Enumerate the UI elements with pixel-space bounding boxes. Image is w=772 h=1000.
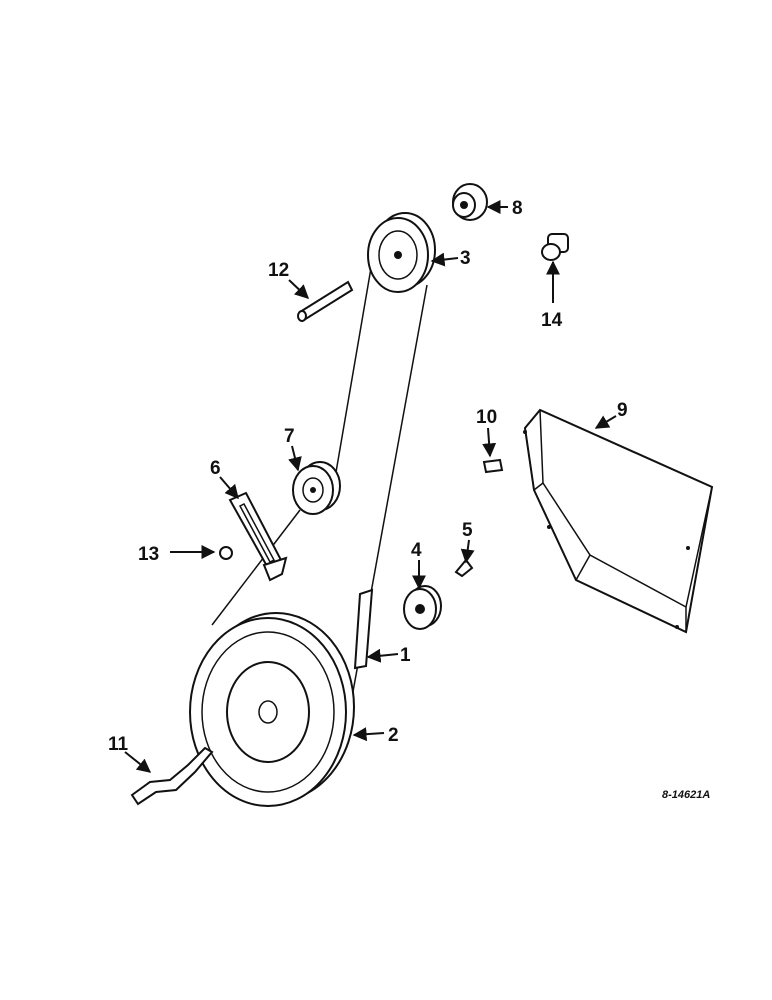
callout-5: 5 xyxy=(462,520,473,541)
part-12-shaft xyxy=(297,280,354,322)
part-9-guard xyxy=(523,408,714,634)
callout-2: 2 xyxy=(388,725,399,746)
callout-7: 7 xyxy=(284,426,295,447)
part-11-handle xyxy=(130,746,214,806)
part-10-clip xyxy=(482,458,504,474)
part-13-bolt xyxy=(219,546,233,560)
callout-4: 4 xyxy=(411,540,422,561)
callout-leaders xyxy=(124,200,617,773)
callout-9: 9 xyxy=(617,400,628,421)
part-7-idler-pulley xyxy=(292,461,341,515)
part-14-fitting xyxy=(541,233,569,261)
callout-3: 3 xyxy=(460,248,471,269)
part-2-large-pulley xyxy=(189,612,355,807)
callout-14: 14 xyxy=(541,310,563,331)
part-3-upper-pulley xyxy=(367,212,436,293)
part-5-small-key xyxy=(454,558,474,578)
callout-1: 1 xyxy=(400,645,411,666)
reference-number: 8-14621A xyxy=(662,789,710,801)
part-4-hub xyxy=(403,585,442,630)
callout-labels: 1 2 3 4 5 6 7 8 9 10 11 12 13 14 xyxy=(108,198,628,755)
callout-11: 11 xyxy=(108,734,129,755)
callout-12: 12 xyxy=(268,260,289,281)
part-6-bracket xyxy=(228,491,288,582)
callout-10: 10 xyxy=(476,407,497,428)
part-1-key xyxy=(353,588,374,670)
callout-8: 8 xyxy=(512,198,523,219)
callout-6: 6 xyxy=(210,458,221,479)
part-8-hub xyxy=(452,183,488,221)
callout-13: 13 xyxy=(138,544,159,565)
